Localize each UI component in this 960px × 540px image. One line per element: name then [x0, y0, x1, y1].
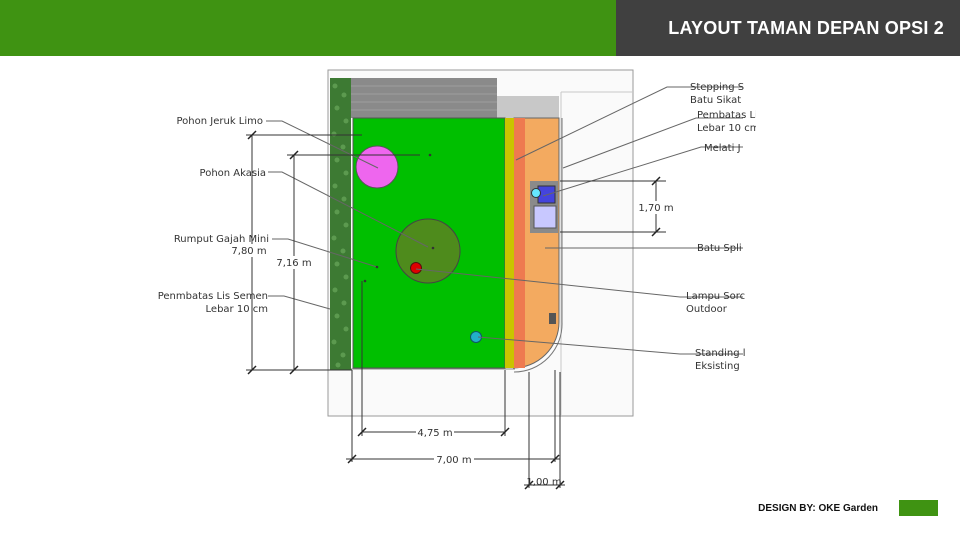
title-bar: LAYOUT TAMAN DEPAN OPSI 2 [616, 0, 960, 56]
dim-label-bg [434, 453, 474, 465]
label-pembatas-kiri: Penmbatas Lis Semen [158, 291, 268, 302]
pembatas-lis-semen-kanan [514, 118, 525, 368]
label-pohon-jeruk-limo: Pohon Jeruk Limo [177, 116, 264, 127]
dim-height-outer: 7,80 m [231, 246, 266, 257]
label-melati: Melati J [704, 143, 741, 154]
existing-paving [351, 78, 497, 118]
dim-label-bg [232, 244, 268, 257]
stepping-stone-strip [505, 118, 514, 368]
dim-label-bg [636, 201, 676, 214]
dim-width-side: 1,00 m [526, 477, 561, 488]
label-lampu-sorot-type: Outdoor [686, 304, 728, 315]
label-rumput-gajah-mini: Rumput Gajah Mini [174, 234, 269, 245]
label-lampu-sorot: Lampu Sorc [686, 291, 745, 302]
label-pembatas-kanan: Pembatas Lis Semen [697, 110, 756, 121]
label-stepping-stone: Stepping S [690, 82, 744, 93]
hedge-strip [330, 78, 351, 370]
dim-label-bg [416, 426, 454, 438]
garden-layout-drawing: 7,80 m 7,16 m 4,75 m 7,00 m 1,00 m 1,70 … [150, 68, 756, 494]
label-pohon-akasia: Pohon Akasia [200, 168, 266, 179]
pohon-akasia-icon [395, 218, 461, 284]
design-credit: DESIGN BY: OKE Garden [758, 503, 878, 514]
hedge-texture [331, 83, 349, 368]
label-standing-light: Standing l [695, 348, 746, 359]
dimension-ticks [247, 130, 661, 490]
page-title: LAYOUT TAMAN DEPAN OPSI 2 [668, 17, 944, 38]
paving-texture [351, 85, 497, 111]
label-stepping-stone-material: Batu Sikat [690, 95, 741, 106]
footer-accent-box [899, 500, 938, 516]
label-pembatas-kanan-width: Lebar 10 cm [697, 123, 756, 134]
leader-lines [266, 86, 743, 355]
label-standing-light-status: Eksisting [695, 361, 740, 372]
dim-width-lawn: 4,75 m [417, 428, 452, 439]
melati-box-bottom [533, 205, 557, 229]
gate-post [549, 313, 556, 324]
dim-width-total: 7,00 m [436, 455, 471, 466]
curb-outline [513, 118, 563, 373]
existing-slab [497, 96, 559, 118]
label-pembatas-kiri-width: Lebar 10 cm [206, 304, 268, 315]
label-batu-split: Batu Spli [697, 243, 742, 254]
dim-label-bg [277, 256, 313, 269]
melati-light-icon [531, 188, 541, 198]
leader-dots [363, 153, 435, 283]
title-bar-accent [0, 0, 616, 56]
dim-height-inner: 7,16 m [276, 258, 311, 269]
lampu-sorot-icon [410, 262, 422, 274]
dim-height-melati: 1,70 m [638, 203, 673, 214]
